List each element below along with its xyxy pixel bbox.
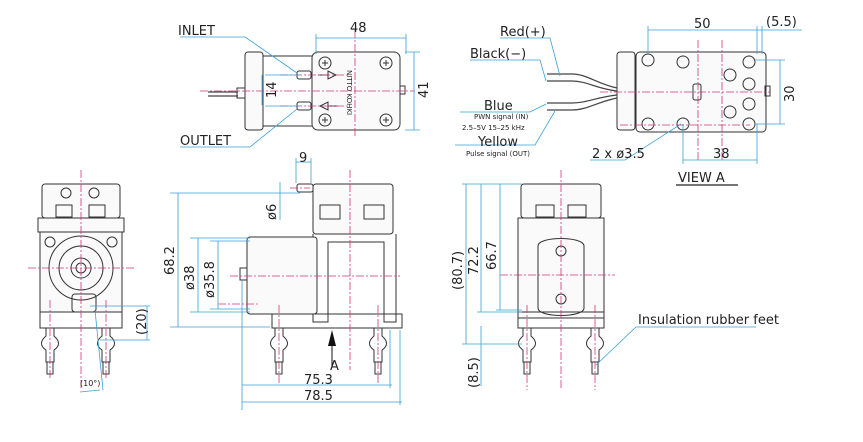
view-a: Red(+) Black(−) Blue PWN signal (IN) 2.5… — [455, 15, 802, 186]
wire-blue-label: Blue — [484, 99, 513, 114]
motor — [246, 236, 318, 315]
dim-port-dia: ø6 — [265, 204, 280, 220]
dim-offset: (5.5) — [766, 15, 797, 30]
wire-yellow-note: Pulse signal (OUT) — [466, 150, 530, 158]
brand-text: NITTO KOHKI — [345, 70, 353, 115]
wire-black-label: Black(−) — [470, 47, 526, 62]
dim-hole-spacing: 38 — [713, 147, 730, 162]
wire-blue-note2: 2.5–5V 15–25 kHz — [462, 124, 525, 132]
top-view: NITTO KOHKI INLET OUTLET 48 41 14 — [178, 21, 432, 149]
dim-height: 41 — [417, 81, 432, 98]
dim-holes: 2 x ø3.5 — [592, 147, 645, 162]
dim-height-68: 68.2 — [163, 246, 178, 275]
dim-width-75: 75.3 — [304, 373, 333, 388]
dim-height-30: 30 — [783, 85, 798, 102]
dim-port-len: 9 — [299, 151, 307, 166]
dim-motor-inner: ø35.8 — [203, 261, 218, 298]
outlet-label: OUTLET — [180, 134, 231, 149]
dim-angle-label: (20) — [135, 308, 150, 335]
side-view: A 9 ø6 68.2 ø38 ø35.8 75.3 78.5 — [163, 151, 403, 410]
front-view: (80.7) 72.2 66.7 (8.5) Insulation rubber… — [451, 170, 779, 390]
dim-width-78: 78.5 — [304, 389, 333, 404]
dim-motor-dia: ø38 — [183, 266, 198, 291]
dim-angle: (10°) — [80, 379, 100, 388]
dim-port-spacing: 14 — [265, 81, 280, 98]
end-view: (20) (10°) — [28, 170, 150, 393]
inlet-label: INLET — [178, 24, 215, 39]
wire-blue-note1: PWN signal (IN) — [474, 113, 529, 121]
wire-yellow-label: Yellow — [477, 135, 518, 150]
feet-label: Insulation rubber feet — [638, 313, 779, 328]
dim-h2: 66.7 — [485, 241, 500, 270]
dim-total: (80.7) — [451, 251, 466, 290]
dim-h1: 72.2 — [467, 246, 482, 275]
view-arrow-icon — [328, 330, 336, 346]
dim-length: 50 — [694, 17, 711, 32]
view-arrow-label: A — [330, 359, 339, 374]
wire-red-label: Red(+) — [500, 25, 546, 40]
dim-width: 48 — [350, 21, 367, 36]
dim-feet: (8.5) — [467, 357, 482, 388]
view-a-title: VIEW A — [678, 171, 725, 186]
